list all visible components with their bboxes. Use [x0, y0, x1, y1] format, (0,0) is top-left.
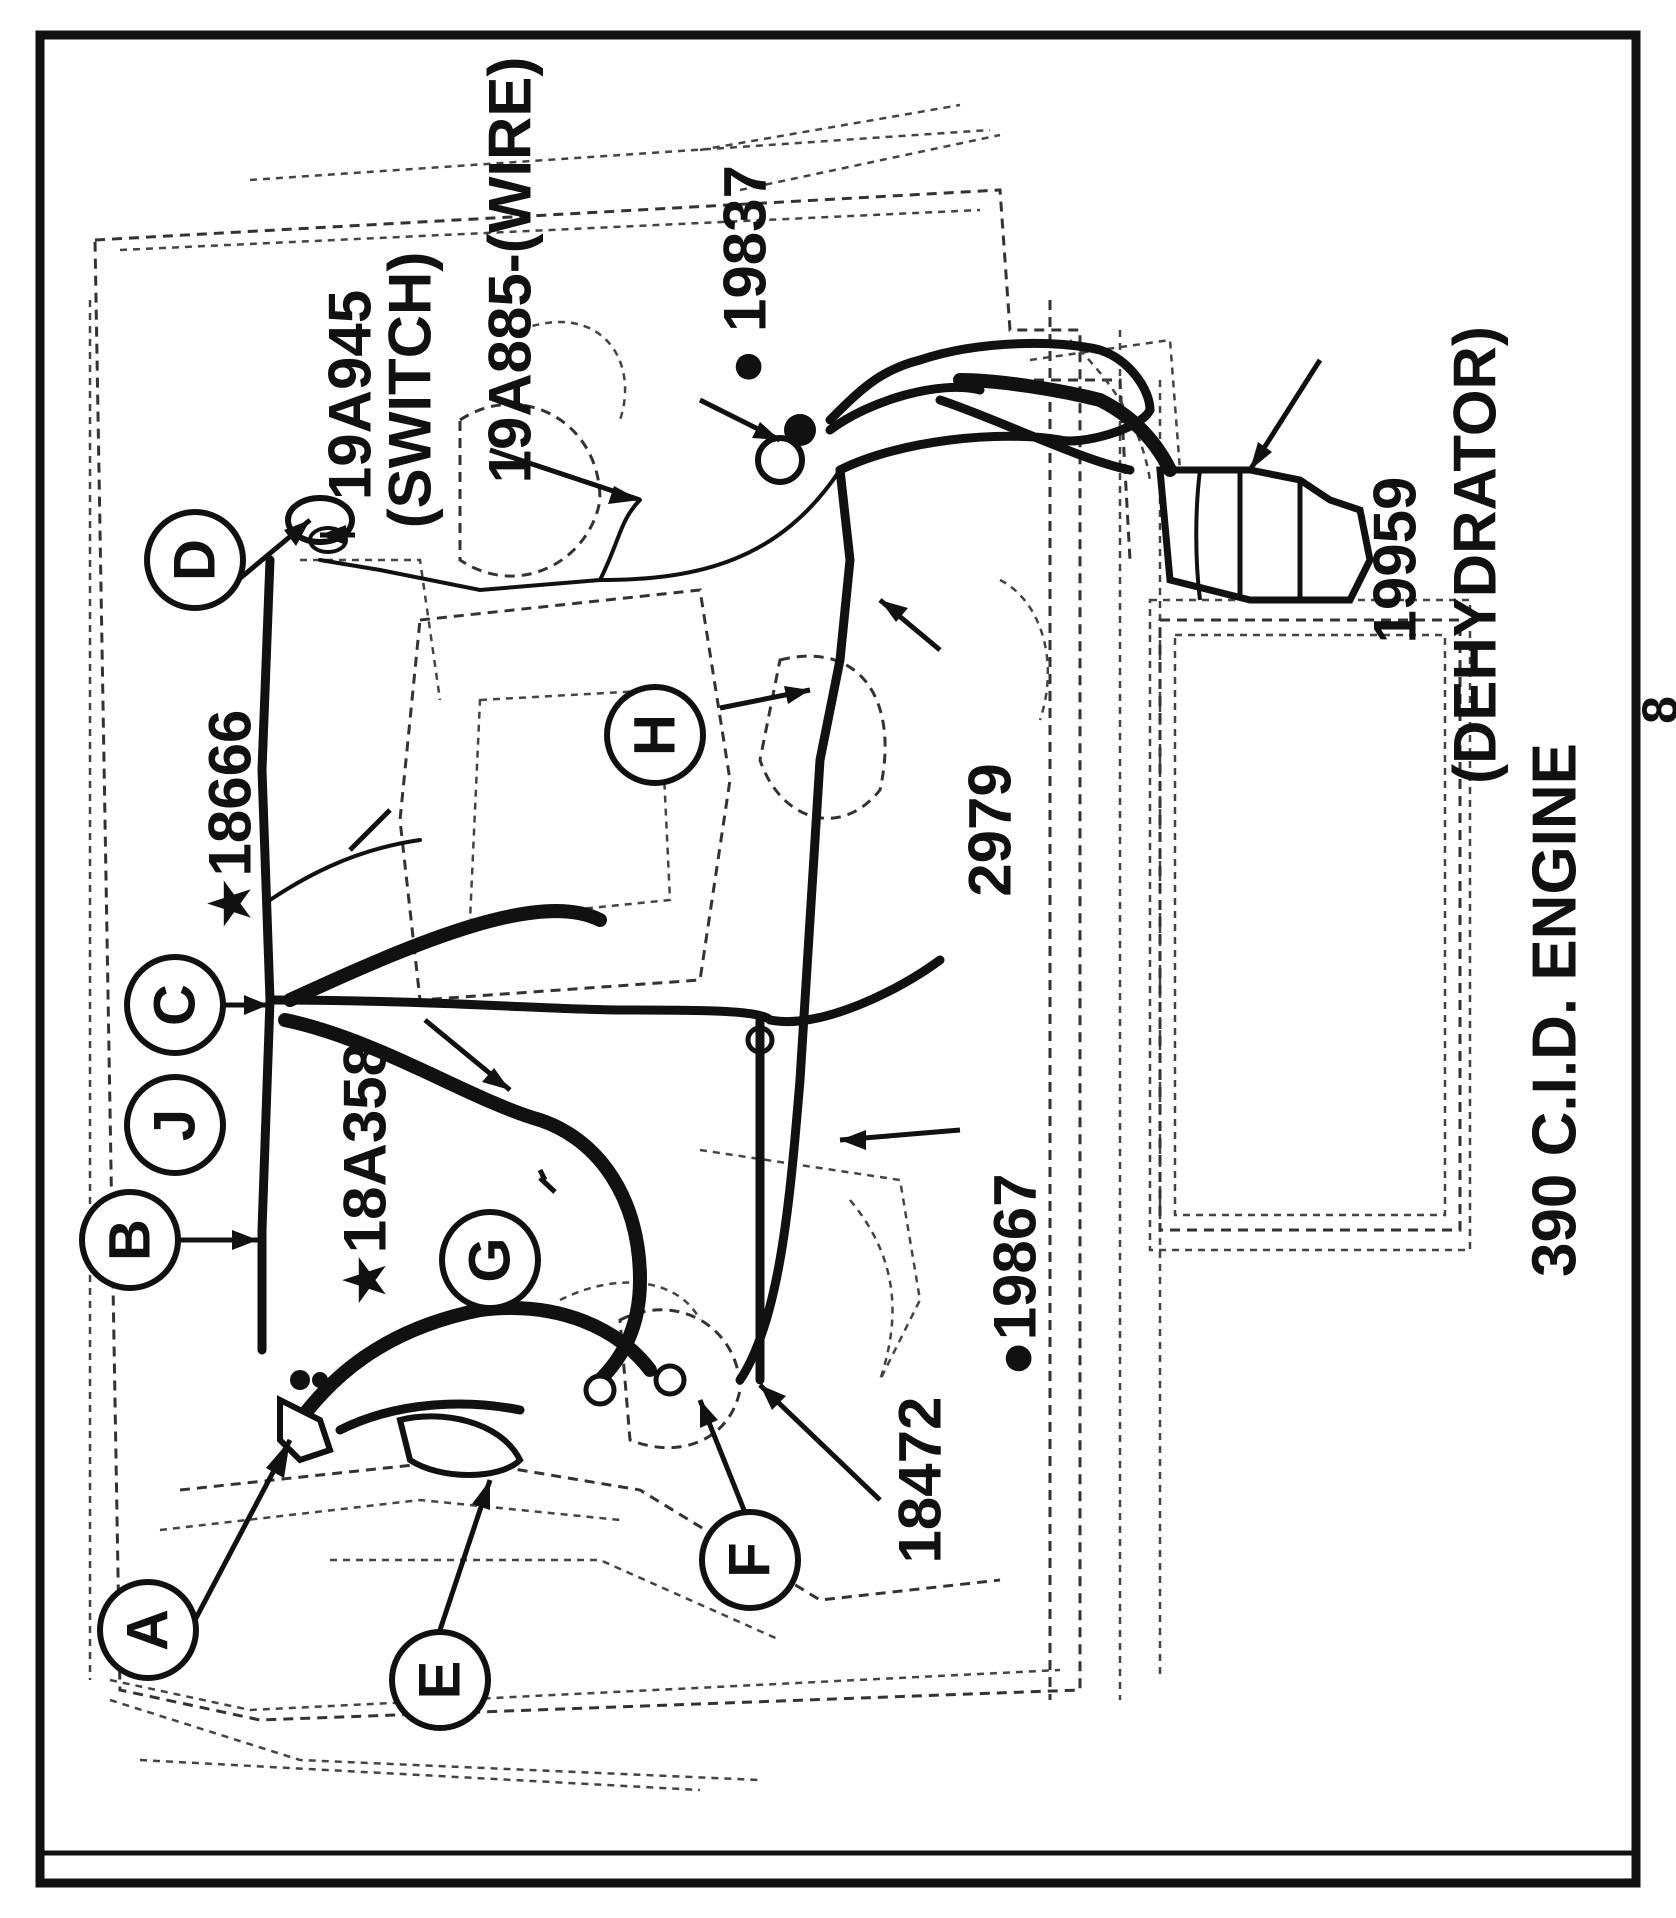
label-18472: 18472	[887, 1397, 954, 1564]
callout-d: D	[144, 509, 246, 611]
figure-frame	[35, 30, 1641, 1888]
callout-e-letter: E	[408, 1661, 473, 1700]
callout-b: B	[79, 1189, 181, 1291]
callout-e: E	[389, 1629, 491, 1731]
leader-arrows	[175, 358, 1323, 1631]
callout-a: A	[97, 1579, 199, 1681]
callout-a-letter: A	[116, 1609, 181, 1651]
callout-h-letter: H	[623, 714, 688, 756]
wiring-harness	[257, 338, 1374, 1478]
callout-j: J	[124, 1074, 226, 1176]
callout-d-letter: D	[163, 539, 228, 581]
callout-j-letter: J	[143, 1109, 208, 1141]
callout-c: C	[124, 954, 226, 1056]
callout-f: F	[699, 1509, 801, 1611]
label-19a885-wire: 19A885-(WIRE)	[477, 57, 544, 484]
callout-h: H	[604, 684, 706, 786]
label-2979: 2979	[957, 763, 1024, 896]
callout-f-letter: F	[718, 1542, 783, 1577]
engine-outline	[88, 103, 1472, 1792]
label-19a945-desc: (SWITCH)	[377, 252, 444, 529]
callout-b-letter: B	[98, 1219, 163, 1261]
label-18a358: ★18A358	[332, 1043, 399, 1307]
label-19a945: 19A945	[317, 290, 384, 500]
label-18666: ★18666	[197, 710, 264, 931]
callout-c-letter: C	[143, 984, 208, 1026]
label-19959: 19959	[1362, 477, 1429, 644]
label-19959-desc: (DEHYDRATOR)	[1442, 326, 1509, 784]
label-19867: ●19867	[982, 1173, 1049, 1376]
figure-number: 8	[1632, 696, 1676, 724]
callout-g: G	[439, 1209, 541, 1311]
figure-caption: 390 C.I.D. ENGINE	[1521, 743, 1590, 1277]
callout-g-letter: G	[458, 1237, 523, 1282]
label-19837: ● 19837	[712, 165, 779, 385]
